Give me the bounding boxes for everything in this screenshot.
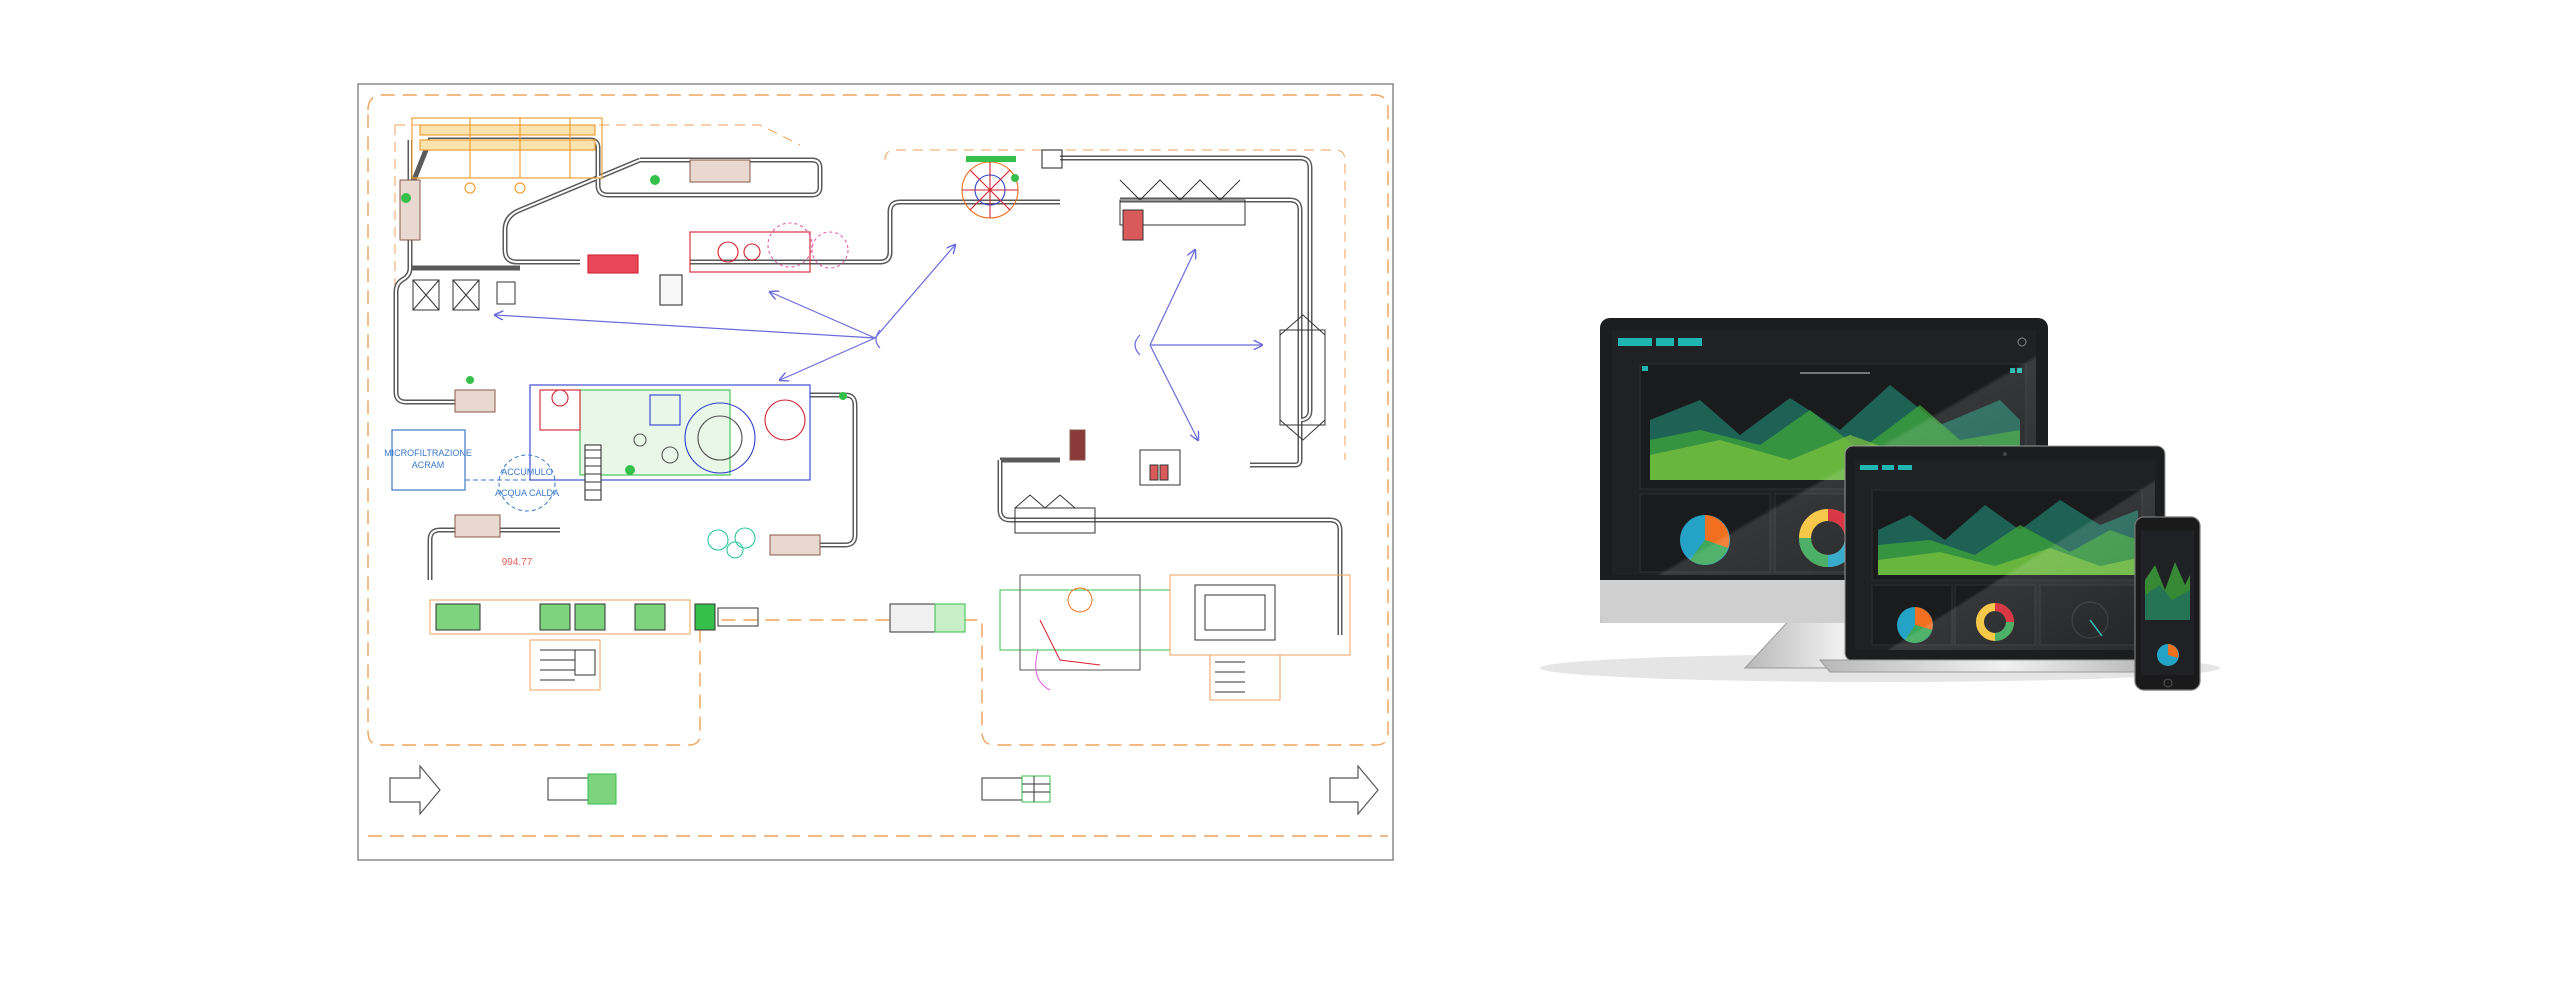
green-spots xyxy=(401,174,1019,475)
inner-zone-right xyxy=(884,149,1346,460)
camera-icon xyxy=(2003,452,2007,456)
operator-sightlines-left xyxy=(495,245,955,380)
red-filler-machine xyxy=(587,222,849,306)
plant-boundary-left xyxy=(367,94,1389,746)
home-button-icon[interactable] xyxy=(2163,678,2173,688)
forklift-icons xyxy=(547,773,1051,805)
hot-water-label-line1: ACCUMULO xyxy=(501,467,553,477)
flow-arrow-left xyxy=(389,764,441,816)
microfiltration-label-line1: MICROFILTRAZIONE xyxy=(384,448,472,458)
hot-water-label-line2: ACQUA CALDA xyxy=(495,488,559,498)
teal-machine xyxy=(707,527,756,559)
hopper-units xyxy=(412,279,516,311)
conveyor-hatching xyxy=(399,159,1086,556)
microfiltration-box xyxy=(391,429,466,491)
pallet-line-left xyxy=(429,599,759,691)
palletizer-right xyxy=(889,574,1351,701)
dimension-label: 994.77 xyxy=(502,557,533,568)
smartphone xyxy=(2134,516,2201,691)
wrapping-stations xyxy=(1014,179,1326,534)
flow-arrows xyxy=(389,764,1379,816)
central-process-block xyxy=(529,384,811,501)
conveyor-network-inner xyxy=(395,139,1341,635)
hot-water-tank xyxy=(498,454,556,512)
flow-arrow-right xyxy=(1329,764,1379,816)
device-mockup xyxy=(1540,318,2220,691)
microfiltration-label-line2: ACRAM xyxy=(412,460,445,470)
factory-layout-plan: MICROFILTRAZIONE ACRAM ACCUMULO ACQUA CA… xyxy=(357,83,1394,861)
depalletizer-unit xyxy=(411,117,603,194)
starwheel-machine xyxy=(961,149,1063,219)
laptop xyxy=(1818,445,2192,673)
operator-sightlines-right xyxy=(1134,250,1262,440)
